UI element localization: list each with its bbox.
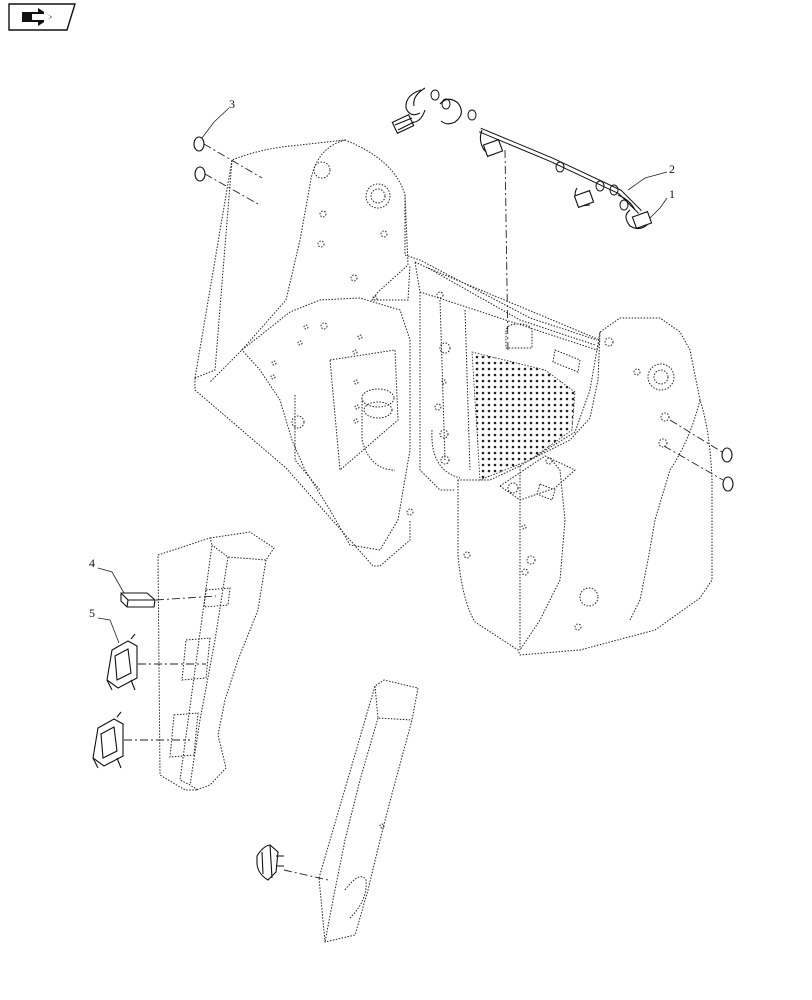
loader-frame bbox=[157, 139, 713, 943]
next-page-arrow-icon[interactable] bbox=[8, 3, 76, 31]
harness-clips bbox=[430, 89, 629, 211]
assembly-leader-lines bbox=[124, 143, 724, 881]
callout-1: 1 bbox=[669, 187, 675, 201]
item-4-cover bbox=[120, 592, 156, 608]
hole-plugs bbox=[193, 136, 734, 492]
callout-leaders bbox=[97, 107, 668, 644]
wire-harness bbox=[391, 87, 653, 230]
callout-2: 2 bbox=[669, 162, 675, 176]
callout-4: 4 bbox=[89, 556, 95, 570]
callout-5: 5 bbox=[89, 606, 95, 620]
callout-3: 3 bbox=[229, 97, 235, 111]
item-5-handles bbox=[92, 633, 284, 881]
rear-grille bbox=[471, 351, 576, 481]
